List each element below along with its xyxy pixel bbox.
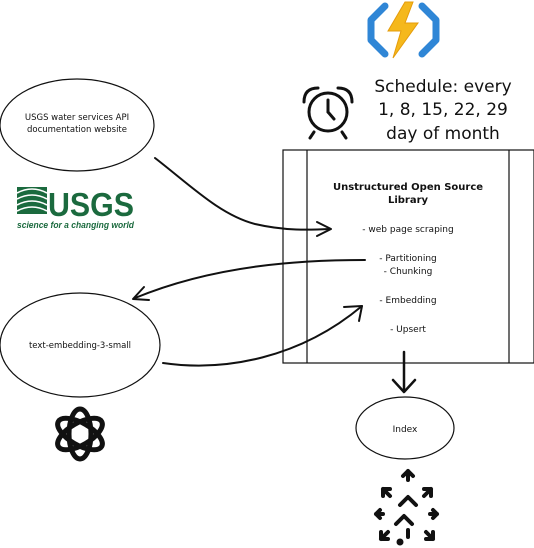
connector-library-to-index — [391, 350, 417, 394]
embedding-model-label: text-embedding-3-small — [29, 341, 131, 351]
openai-knot-icon — [55, 406, 105, 462]
connector-library-to-embedding — [132, 259, 366, 301]
source-node: USGS water services API documentation we… — [0, 78, 155, 172]
azure-functions-icon — [367, 1, 440, 59]
connector-embedding-to-library — [162, 305, 363, 367]
library-step-scraping: - web page scraping — [362, 225, 453, 235]
schedule-line-2: 1, 8, 15, 22, 29 — [378, 100, 508, 120]
library-title-line-1: Unstructured Open Source — [333, 182, 483, 193]
index-node: Index — [355, 396, 455, 460]
arrows-cluster-dot — [396, 538, 404, 546]
library-box: Unstructured Open Source Library - web p… — [282, 149, 534, 364]
source-line-2: documentation website — [27, 125, 127, 135]
arrows-cluster-icon — [374, 469, 439, 541]
index-label: Index — [393, 425, 418, 435]
library-step-chunking: - Chunking — [384, 267, 433, 277]
usgs-wordmark: USGS — [48, 186, 134, 223]
schedule-line-3: day of month — [386, 124, 500, 144]
library-step-upsert: - Upsert — [390, 325, 426, 335]
library-step-embedding: - Embedding — [379, 296, 436, 306]
embedding-model-node: text-embedding-3-small — [0, 292, 161, 398]
library-step-partitioning: - Partitioning — [379, 254, 437, 264]
schedule-line-1: Schedule: every — [374, 77, 511, 97]
usgs-logo: USGS science for a changing world — [16, 186, 134, 230]
source-line-1: USGS water services API — [25, 113, 129, 123]
library-title-line-2: Library — [388, 195, 429, 206]
alarm-clock-icon — [302, 86, 354, 140]
schedule-text: Schedule: every 1, 8, 15, 22, 29 day of … — [374, 77, 511, 144]
usgs-tagline: science for a changing world — [17, 220, 134, 230]
connector-source-to-library — [154, 157, 332, 237]
